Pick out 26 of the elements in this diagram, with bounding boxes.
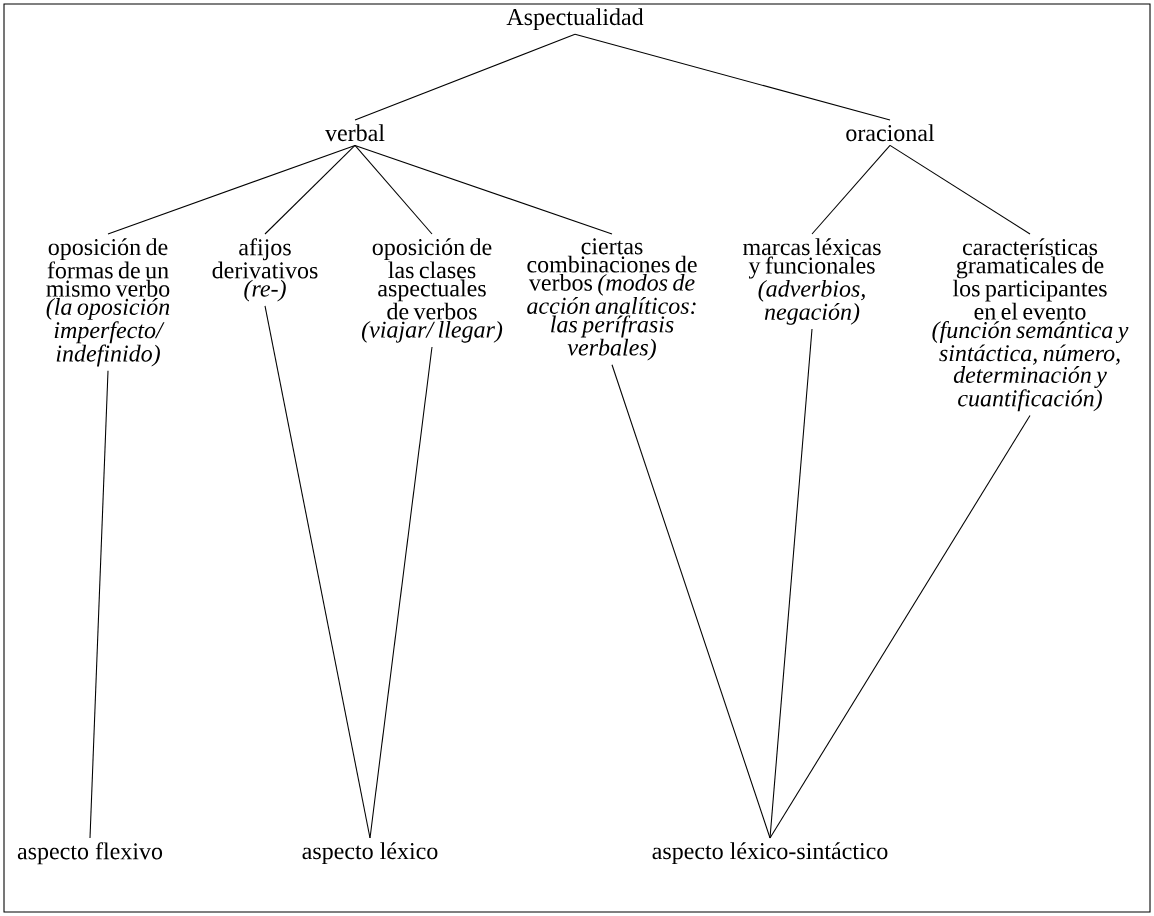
category-text: marcas léxicas y funcionales (adverbios, negación): [743, 238, 881, 325]
connector-line: [264, 144, 356, 235]
category-text: oposición de formas de un mismo verbo (la oposición imperfecto/ indefinido): [46, 238, 170, 367]
connector-line: [811, 144, 891, 235]
connector-line: [769, 328, 813, 839]
result-text: aspecto flexivo: [17, 842, 163, 865]
connector-line: [889, 144, 1031, 235]
category-text: ciertas combinaciones de verbos (modos de acción analíticos: las perífrasis verbales): [527, 238, 697, 361]
connector-line: [89, 370, 109, 839]
connector-line: [574, 33, 891, 121]
category-text: afijos derivativos (re-): [212, 238, 318, 302]
connector-line: [107, 144, 356, 235]
heading-text: Aspectualidad: [506, 8, 644, 30]
connector-line: [264, 305, 371, 839]
heading-text: oracional: [846, 124, 935, 142]
category-text: características gramaticales de los participantes en el evento (función semántica y sintáctica, número, determinación y cuantificación): [932, 238, 1129, 412]
connector-line: [769, 415, 1031, 839]
category-text: oposición de las clases aspectuales de verbos (viajar/ llegar): [361, 238, 503, 343]
connector-line: [354, 144, 433, 235]
connector-line: [354, 144, 613, 235]
result-text: aspecto léxico: [302, 842, 438, 865]
connector-line: [611, 364, 771, 839]
connector-line: [354, 33, 576, 121]
heading-text: verbal: [325, 124, 385, 142]
connector-line: [369, 346, 433, 839]
result-text: aspecto léxico-sintáctico: [652, 842, 888, 865]
